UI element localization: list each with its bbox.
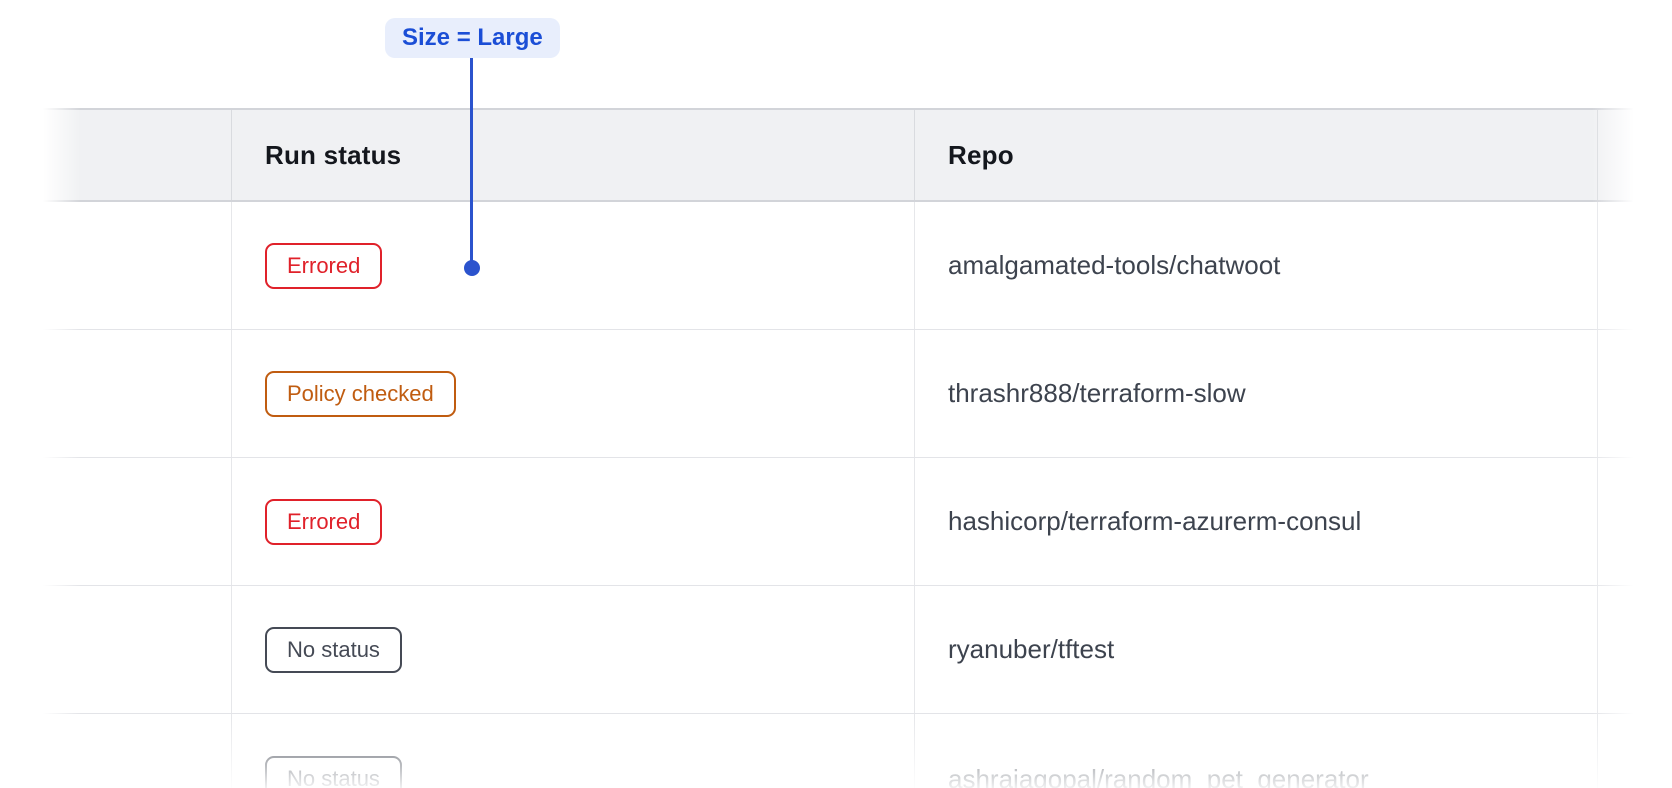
cell-overflow bbox=[1598, 586, 1633, 713]
cell-empty bbox=[43, 714, 232, 788]
header-cell-overflow bbox=[1598, 110, 1633, 200]
size-large-annotation-label: Size = Large bbox=[385, 18, 560, 58]
cell-empty bbox=[43, 330, 232, 457]
repo-name: thrashr888/terraform-slow bbox=[948, 378, 1246, 408]
run-status-cell: Errored bbox=[232, 202, 915, 329]
repo-cell: ryanuber/tftest bbox=[915, 586, 1598, 713]
status-badge: Errored bbox=[265, 498, 383, 545]
cell-empty bbox=[43, 202, 232, 329]
header-cell-empty bbox=[43, 110, 232, 200]
status-badge: Policy checked bbox=[265, 370, 456, 417]
table-row[interactable]: Policy checked thrashr888/terraform-slow bbox=[43, 330, 1633, 458]
cell-overflow bbox=[1598, 714, 1633, 788]
run-status-cell: No status bbox=[232, 586, 915, 713]
repo-name: amalgamated-tools/chatwoot bbox=[948, 250, 1281, 280]
repo-name: hashicorp/terraform-azurerm-consul bbox=[948, 506, 1362, 536]
run-status-cell: No status bbox=[232, 714, 915, 788]
repo-cell: ashrajagopal/random_pet_generator bbox=[915, 714, 1598, 788]
run-status-cell: Policy checked bbox=[232, 330, 915, 457]
cell-empty bbox=[43, 586, 232, 713]
header-cell-run-status: Run status bbox=[232, 110, 915, 200]
repo-cell: amalgamated-tools/chatwoot bbox=[915, 202, 1598, 329]
cell-overflow bbox=[1598, 202, 1633, 329]
cell-overflow bbox=[1598, 458, 1633, 585]
table-row[interactable]: Errored hashicorp/terraform-azurerm-cons… bbox=[43, 458, 1633, 586]
cell-empty bbox=[43, 458, 232, 585]
status-badge: No status bbox=[265, 626, 402, 673]
table-row[interactable]: Errored amalgamated-tools/chatwoot bbox=[43, 202, 1633, 330]
repo-cell: thrashr888/terraform-slow bbox=[915, 330, 1598, 457]
repo-name: ashrajagopal/random_pet_generator bbox=[948, 763, 1369, 788]
status-badge: No status bbox=[265, 756, 402, 788]
cell-overflow bbox=[1598, 330, 1633, 457]
run-status-cell: Errored bbox=[232, 458, 915, 585]
table-header-row: Run status Repo bbox=[43, 108, 1633, 202]
repo-cell: hashicorp/terraform-azurerm-consul bbox=[915, 458, 1598, 585]
table-row[interactable]: No status ashrajagopal/random_pet_genera… bbox=[43, 714, 1633, 788]
repo-name: ryanuber/tftest bbox=[948, 634, 1115, 664]
table-row[interactable]: No status ryanuber/tftest bbox=[43, 586, 1633, 714]
header-cell-repo: Repo bbox=[915, 110, 1598, 200]
runs-table: Run status Repo Errored amalgamated-tool… bbox=[43, 108, 1633, 788]
status-badge: Errored bbox=[265, 242, 383, 289]
run-status-column-header: Run status bbox=[265, 139, 402, 170]
repo-column-header: Repo bbox=[948, 139, 1014, 170]
